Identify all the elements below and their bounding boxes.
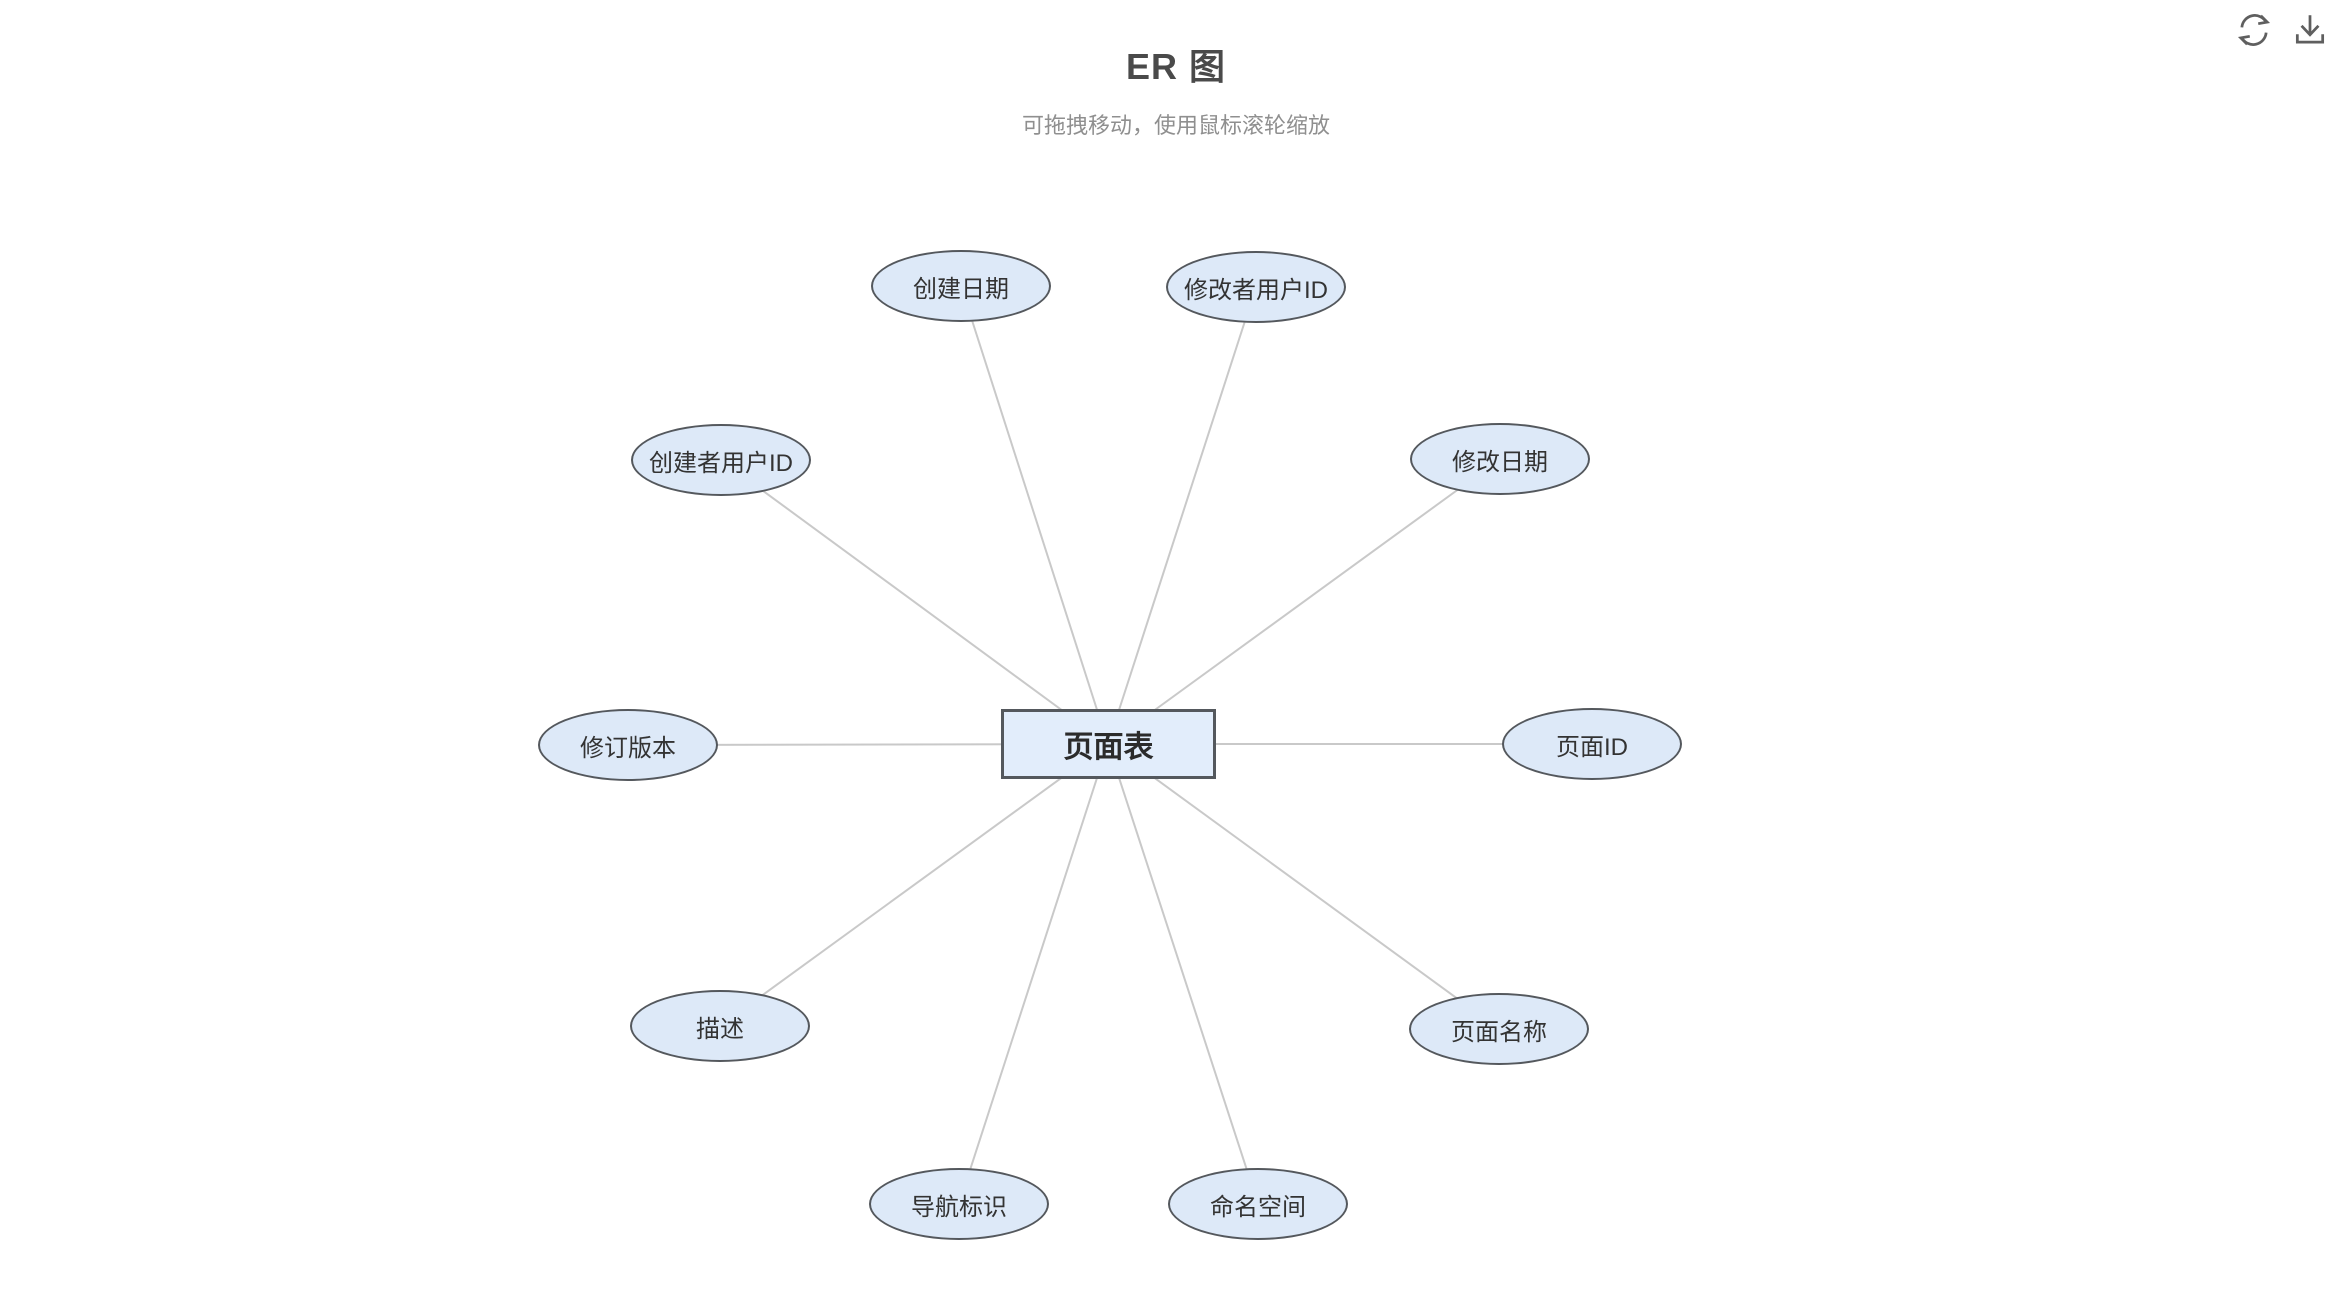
attribute-label: 修改日期 — [1452, 448, 1548, 476]
download-button[interactable] — [2290, 10, 2330, 50]
connector-line — [1107, 286, 1257, 745]
entity-node-page-table[interactable]: 页面表 — [1001, 709, 1216, 779]
attribute-label: 页面名称 — [1451, 1018, 1547, 1046]
toolbar — [2234, 10, 2330, 50]
connector-line — [958, 743, 1109, 1205]
attribute-node-nav-flag[interactable]: 导航标识 — [869, 1168, 1049, 1240]
attribute-label: 导航标识 — [911, 1193, 1007, 1221]
attribute-node-create-date[interactable]: 创建日期 — [871, 250, 1051, 322]
connector-line — [720, 459, 1109, 745]
attribute-node-page-name[interactable]: 页面名称 — [1409, 993, 1589, 1065]
attribute-label: 创建日期 — [913, 275, 1009, 303]
entity-label: 页面表 — [1063, 731, 1154, 764]
attribute-label: 修改者用户ID — [1184, 276, 1328, 304]
attribute-node-page-id[interactable]: 页面ID — [1502, 708, 1682, 780]
attribute-node-namespace[interactable]: 命名空间 — [1168, 1168, 1348, 1240]
attribute-node-creator-user-id[interactable]: 创建者用户ID — [631, 424, 811, 496]
attribute-node-revision[interactable]: 修订版本 — [538, 709, 718, 781]
refresh-button[interactable] — [2234, 10, 2274, 50]
connector-line — [1107, 458, 1501, 745]
refresh-icon — [2237, 14, 2271, 46]
attribute-label: 页面ID — [1556, 733, 1628, 761]
attribute-label: 描述 — [696, 1015, 744, 1043]
attribute-label: 命名空间 — [1210, 1193, 1306, 1221]
attribute-node-modifier-user-id[interactable]: 修改者用户ID — [1166, 251, 1346, 323]
connector-line — [960, 285, 1109, 745]
connector-line — [1107, 743, 1259, 1205]
attribute-node-description[interactable]: 描述 — [630, 990, 810, 1062]
attribute-node-modify-date[interactable]: 修改日期 — [1410, 423, 1590, 495]
attribute-label: 创建者用户ID — [649, 449, 793, 477]
connector-line — [1107, 743, 1500, 1030]
attribute-label: 修订版本 — [580, 734, 676, 762]
connector-line — [719, 743, 1109, 1027]
download-icon — [2295, 15, 2325, 44]
